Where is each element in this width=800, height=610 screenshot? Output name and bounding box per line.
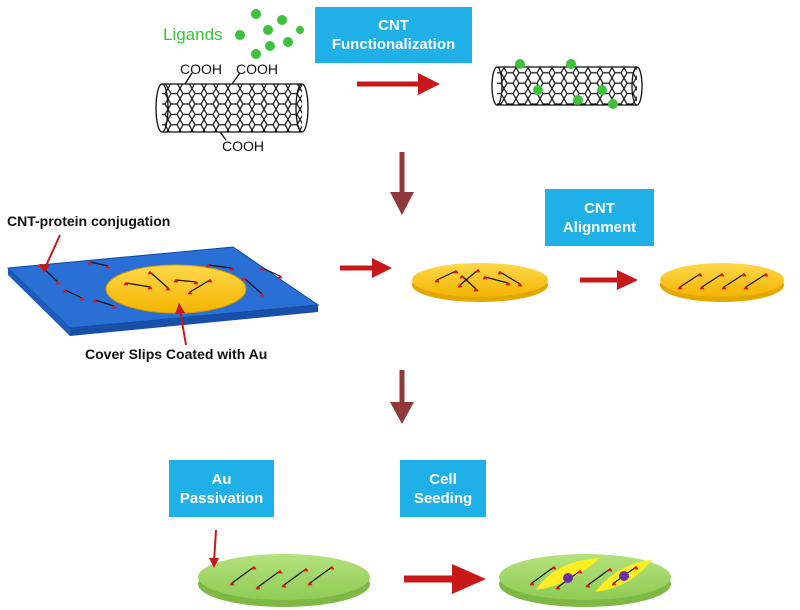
step-seeding-line1: Cell [429, 470, 457, 488]
arrow-to-functionalized [357, 73, 440, 95]
functionalized-nanotube [491, 59, 643, 109]
cooh-label-1: COOH [180, 61, 222, 77]
passivated-substrate [198, 529, 370, 607]
step-passivation: Au Passivation [169, 460, 274, 517]
arrow-to-seeded [404, 564, 486, 594]
arrow-to-aligned [580, 270, 638, 290]
step-functionalization-line1: CNT [378, 17, 409, 34]
arrow-down-1 [390, 152, 414, 215]
ligand-dots [235, 9, 304, 59]
arrow-down-2 [390, 370, 414, 424]
cover-slips-label: Cover Slips Coated with Au [85, 346, 268, 362]
seeded-substrate [499, 554, 671, 607]
raw-nanotube [155, 72, 309, 141]
cooh-label-2: COOH [236, 61, 278, 77]
step-functionalization-line2: Functionalization [331, 36, 456, 53]
step-alignment: CNT Alignment [545, 189, 654, 246]
step-seeding-line2: Seeding [413, 489, 473, 507]
ligands-label: Ligands [163, 25, 223, 44]
step-seeding: Cell Seeding [400, 460, 486, 517]
cooh-label-3: COOH [222, 138, 264, 154]
step-alignment-line1: CNT [584, 199, 615, 217]
gold-substrate-random [412, 263, 548, 302]
step-functionalization: CNT Functionalization [315, 7, 472, 63]
step-passivation-line2: Passivation [179, 489, 264, 507]
nucleus [619, 571, 629, 581]
cnt-protein-conjugation-label: CNT-protein conjugation [7, 213, 171, 229]
step-passivation-line1: Au [211, 470, 232, 488]
gold-substrate-aligned [660, 263, 784, 302]
step-alignment-line2: Alignment [562, 218, 637, 236]
nucleus [563, 573, 573, 583]
arrow-to-substrate [340, 258, 392, 278]
cover-slip [6, 234, 320, 346]
